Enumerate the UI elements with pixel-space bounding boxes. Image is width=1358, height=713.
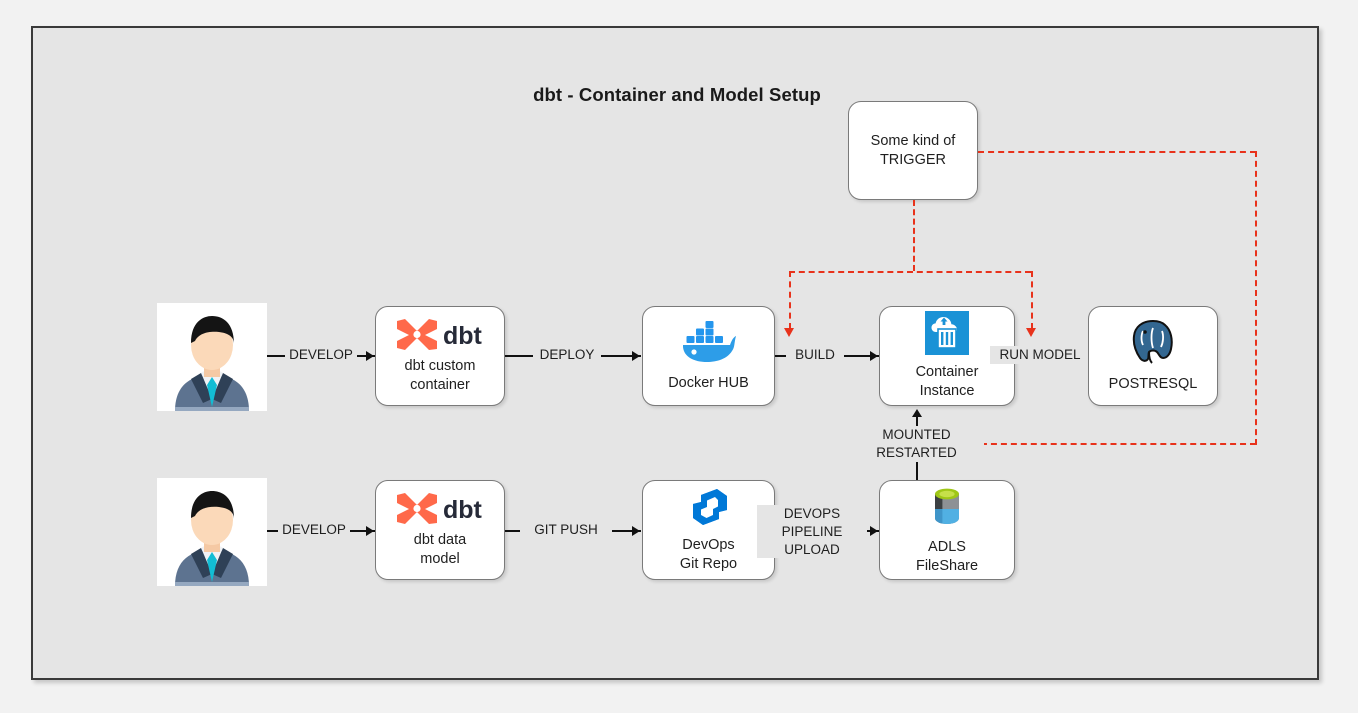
diagram-frame: dbt - Container and Model Setup [31,26,1319,680]
node-label-adls-fileshare: ADLS FileShare [915,539,979,574]
node-dbt-custom-container[interactable]: dbt dbt custom container [375,306,505,406]
arrow-git-push [632,526,640,536]
azure-container-instance-icon [925,311,969,356]
node-label-dbt-custom-container: dbt custom container [404,358,476,393]
node-developer-bottom [157,478,267,586]
edge-label-git-push: GIT PUSH [520,521,612,539]
edge-label-develop-bottom: DEVELOP [278,521,350,539]
trigger-arrow-build [784,328,794,337]
node-label-docker-hub: Docker HUB [668,374,749,391]
trigger-return-to-container [971,443,1256,445]
svg-text:dbt: dbt [443,322,483,350]
arrow-develop-bottom [366,526,374,536]
node-dbt-data-model[interactable]: dbt dbt data model [375,480,505,580]
adls-storage-icon [924,484,970,530]
trigger-stem-down [913,200,915,271]
node-developer-top [157,303,267,411]
arrow-build [870,351,878,361]
node-adls-fileshare[interactable]: ADLS FileShare [879,480,1015,580]
node-devops-git-repo[interactable]: DevOps Git Repo [642,480,775,580]
svg-text:dbt: dbt [443,496,483,524]
trigger-drop-run-model [1031,271,1033,329]
dbt-logo-icon: dbt [391,317,489,351]
trigger-branch-right-vertical [1255,151,1257,445]
trigger-arrow-run-model [1026,328,1036,337]
node-label-postgresql: POSTRESQL [1108,375,1198,392]
edge-label-build: BUILD [786,346,844,364]
page-title: dbt - Container and Model Setup [533,84,821,105]
node-label-devops-git-repo: DevOps Git Repo [679,537,738,572]
edge-label-develop-top: DEVELOP [285,346,357,364]
dbt-logo-icon: dbt [391,491,489,525]
node-trigger[interactable]: Some kind of TRIGGER [848,101,978,200]
trigger-bus-horizontal [789,271,1031,273]
azure-devops-icon [687,486,731,528]
postgresql-elephant-icon [1129,319,1177,365]
edge-label-deploy: DEPLOY [533,346,601,364]
node-label-dbt-data-model: dbt data model [413,532,467,567]
node-docker-hub[interactable]: Docker HUB [642,306,775,406]
arrow-devops-pipeline-upload [870,526,878,536]
node-label-trigger: Some kind of TRIGGER [870,132,956,168]
node-label-container-instance: Container Instance [915,364,979,399]
person-avatar-icon [157,478,267,586]
arrow-deploy [632,351,640,361]
edge-label-mounted-restarted: MOUNTED RESTARTED [849,426,984,462]
arrow-develop-top [366,351,374,361]
node-postgresql[interactable]: POSTRESQL [1088,306,1218,406]
arrow-mounted-restarted [912,409,922,417]
docker-whale-icon [680,320,738,364]
person-avatar-icon [157,303,267,411]
edge-label-run-model: RUN MODEL [990,346,1090,364]
edge-label-devops-pipeline-upload: DEVOPS PIPELINE UPLOAD [757,505,867,559]
trigger-branch-right [978,151,1256,153]
trigger-drop-build [789,271,791,329]
